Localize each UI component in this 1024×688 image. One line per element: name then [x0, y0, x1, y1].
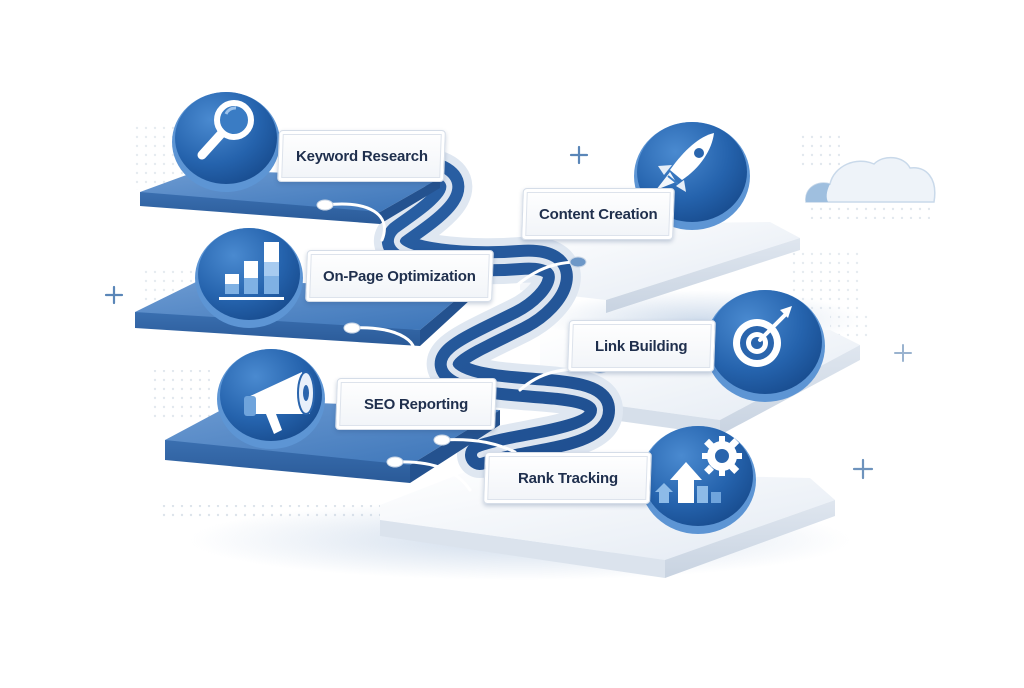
rank-tracking-disc: [640, 426, 756, 534]
connector-lines: [323, 202, 602, 492]
keyword-research-disc: [172, 92, 280, 192]
plus-icon: [894, 344, 912, 362]
target-arrow-icon: [733, 306, 792, 367]
platform-content-creation: [520, 222, 800, 313]
seo-reporting-disc: [217, 349, 325, 449]
magnifying-glass-icon: [197, 100, 254, 160]
step-label-on-page-optimization: On-Page Optimization: [305, 250, 494, 302]
plus-icon: [852, 458, 874, 480]
plus-icon: [569, 145, 589, 165]
step-label-rank-tracking: Rank Tracking: [483, 452, 652, 504]
gear-icon: [702, 436, 742, 476]
cloud-icon: [805, 156, 936, 203]
megaphone-icon: [244, 371, 315, 434]
step-label-keyword-research: Keyword Research: [277, 130, 446, 182]
plus-icon: [104, 285, 124, 305]
growth-gear-icon: [655, 436, 742, 503]
winding-road: [277, 146, 624, 478]
rocket-icon: [656, 133, 714, 192]
bar-chart-icon: [219, 242, 284, 300]
on-page-optimization-disc: [195, 228, 303, 328]
step-label-seo-reporting: SEO Reporting: [335, 378, 497, 430]
step-label-link-building: Link Building: [567, 320, 716, 372]
step-label-content-creation: Content Creation: [521, 188, 675, 240]
link-building-disc: [705, 290, 825, 402]
